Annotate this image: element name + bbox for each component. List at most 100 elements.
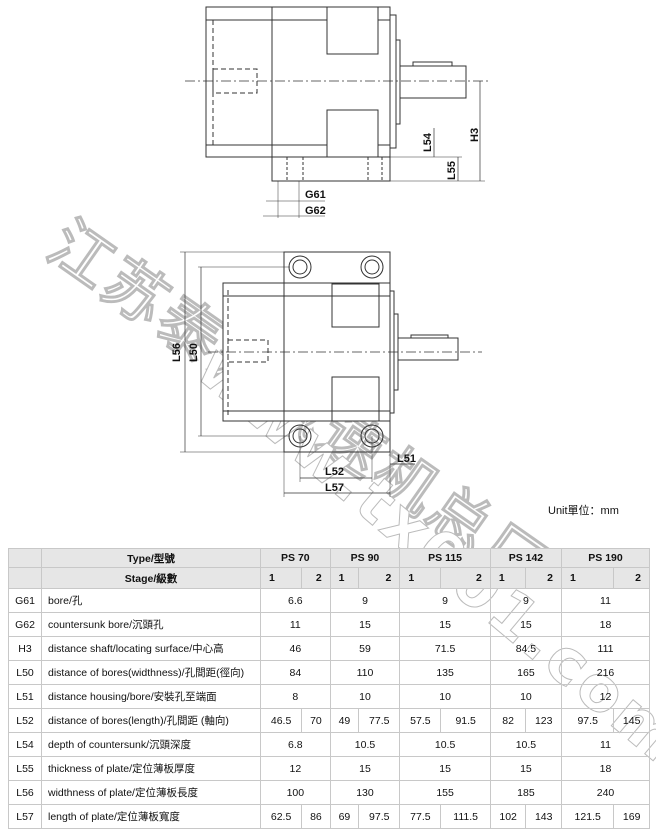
model-header: PS 70 xyxy=(260,548,331,568)
bolt-holes xyxy=(288,255,384,448)
value-cell: 12 xyxy=(561,684,650,709)
value-cell: 6.8 xyxy=(260,732,331,757)
label-l54: L54 xyxy=(422,132,434,152)
value-cell: 9 xyxy=(399,588,491,613)
stage-cell: 2 xyxy=(440,567,491,589)
row-description: depth of countersunk/沉頭深度 xyxy=(41,732,261,757)
value-cell: 9 xyxy=(489,588,563,613)
value-cell: 15 xyxy=(399,612,491,637)
value-cell: 10 xyxy=(489,684,563,709)
value-cell: 69 xyxy=(329,804,360,829)
stage-cell: 1 xyxy=(560,567,615,589)
plan-view xyxy=(180,251,482,497)
row-code: L50 xyxy=(8,660,42,685)
value-cell: 143 xyxy=(525,804,562,829)
header-blank xyxy=(8,567,42,589)
value-cell: 62.5 xyxy=(259,804,303,829)
label-h3: H3 xyxy=(469,128,481,142)
stage-cell: 2 xyxy=(613,567,650,589)
value-cell: 97.5 xyxy=(358,804,401,829)
stage-cell: 1 xyxy=(399,567,442,589)
value-cell: 77.5 xyxy=(358,708,401,733)
value-cell: 46 xyxy=(260,636,331,661)
value-cell: 111 xyxy=(561,636,650,661)
value-cell: 8 xyxy=(260,684,331,709)
value-cell: 10 xyxy=(329,684,401,709)
value-cell: 57.5 xyxy=(399,708,442,733)
row-code: L56 xyxy=(8,780,42,805)
value-cell: 15 xyxy=(329,612,401,637)
value-cell: 97.5 xyxy=(560,708,615,733)
value-cell: 102 xyxy=(489,804,527,829)
row-description: widthness of plate/定位薄板長度 xyxy=(41,780,261,805)
value-cell: 15 xyxy=(489,756,563,781)
row-code: L55 xyxy=(8,756,42,781)
label-g62: G62 xyxy=(305,205,326,217)
stage-cell: 1 xyxy=(489,567,527,589)
dimension-table: Type/型號 PS 70 PS 90 PS 115 PS 142 PS 190… xyxy=(8,548,650,829)
row-code: L52 xyxy=(8,708,42,733)
value-cell: 240 xyxy=(561,780,650,805)
value-cell: 71.5 xyxy=(399,636,491,661)
row-description: bore/孔 xyxy=(41,588,261,613)
row-description: countersunk bore/沉頭孔 xyxy=(41,612,261,637)
label-l52: L52 xyxy=(325,466,344,478)
label-l56: L56 xyxy=(171,343,183,362)
type-header-row: Type/型號 PS 70 PS 90 PS 115 PS 142 PS 190 xyxy=(8,548,650,568)
row-code: L54 xyxy=(8,732,42,757)
stage-cell: 1 xyxy=(259,567,303,589)
value-cell: 6.6 xyxy=(260,588,331,613)
model-header: PS 142 xyxy=(489,548,563,568)
value-cell: 86 xyxy=(301,804,331,829)
row-code: G61 xyxy=(8,588,42,613)
model-header: PS 115 xyxy=(399,548,491,568)
stage-cell: 2 xyxy=(301,567,331,589)
label-l57: L57 xyxy=(325,482,344,494)
value-cell: 10 xyxy=(399,684,491,709)
value-cell: 10.5 xyxy=(399,732,491,757)
value-cell: 11 xyxy=(561,732,650,757)
value-cell: 12 xyxy=(260,756,331,781)
value-cell: 11 xyxy=(561,588,650,613)
value-cell: 84.5 xyxy=(489,636,563,661)
header-blank xyxy=(8,548,42,568)
value-cell: 18 xyxy=(561,612,650,637)
value-cell: 49 xyxy=(329,708,360,733)
value-cell: 130 xyxy=(329,780,401,805)
value-cell: 59 xyxy=(329,636,401,661)
label-l51: L51 xyxy=(397,453,416,465)
value-cell: 165 xyxy=(489,660,563,685)
value-cell: 82 xyxy=(489,708,527,733)
stage-header: Stage/級數 xyxy=(41,567,261,589)
value-cell: 100 xyxy=(260,780,331,805)
value-cell: 15 xyxy=(399,756,491,781)
value-cell: 10.5 xyxy=(489,732,563,757)
value-cell: 110 xyxy=(329,660,401,685)
type-header: Type/型號 xyxy=(41,548,261,568)
stage-cell: 1 xyxy=(329,567,360,589)
row-description: distance housing/bore/安裝孔至端面 xyxy=(41,684,261,709)
value-cell: 123 xyxy=(525,708,562,733)
unit-label: Unit單位：mm xyxy=(548,505,619,517)
stage-cell: 2 xyxy=(525,567,562,589)
value-cell: 91.5 xyxy=(440,708,491,733)
row-code: G62 xyxy=(8,612,42,637)
value-cell: 121.5 xyxy=(560,804,615,829)
label-l50: L50 xyxy=(188,343,200,362)
value-cell: 216 xyxy=(561,660,650,685)
label-l55: L55 xyxy=(446,161,458,180)
side-view xyxy=(185,6,490,218)
row-code: H3 xyxy=(8,636,42,661)
technical-drawing: G61 G62 H3 L54 L55 xyxy=(171,6,490,497)
value-cell: 18 xyxy=(561,756,650,781)
value-cell: 77.5 xyxy=(399,804,442,829)
value-cell: 111.5 xyxy=(440,804,491,829)
